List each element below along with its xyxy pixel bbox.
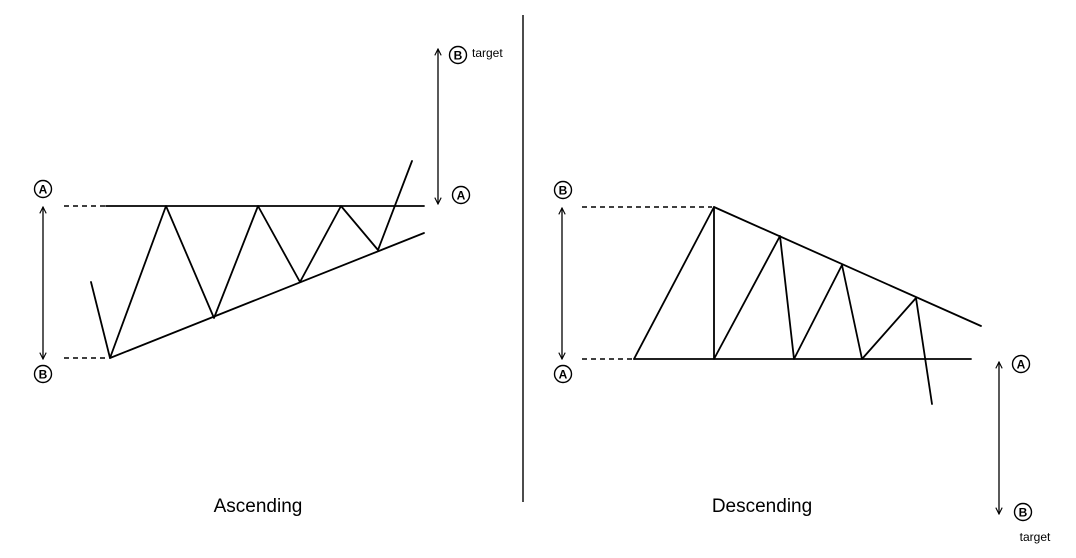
ascending-target-end-marker: B bbox=[448, 45, 468, 65]
ascending-triangle-panel: A B A B target Ascending bbox=[33, 45, 503, 517]
descending-height-bottom-marker: A bbox=[553, 364, 573, 384]
ascending-height-bottom-marker: B bbox=[33, 364, 53, 384]
descending-height-top-marker: B bbox=[553, 180, 573, 200]
descending-price-path bbox=[633, 206, 933, 405]
ascending-height-top-label: A bbox=[39, 183, 48, 197]
descending-target-end-label: B bbox=[1019, 506, 1028, 520]
ascending-height-top-marker: A bbox=[33, 179, 53, 199]
descending-target-end-marker: B bbox=[1013, 502, 1033, 522]
ascending-caption: Ascending bbox=[214, 496, 303, 517]
descending-resistance-line bbox=[713, 206, 982, 327]
descending-target-text: target bbox=[1020, 530, 1051, 544]
ascending-target-end-label: B bbox=[454, 49, 463, 63]
ascending-support-line bbox=[109, 232, 425, 359]
ascending-price-path bbox=[90, 160, 413, 359]
descending-target-start-label: A bbox=[1017, 358, 1026, 372]
ascending-target-start-label: A bbox=[457, 189, 466, 203]
descending-height-top-label: B bbox=[559, 184, 568, 198]
descending-target-start-marker: A bbox=[1011, 354, 1031, 374]
ascending-target-start-marker: A bbox=[451, 185, 471, 205]
descending-height-bottom-label: A bbox=[559, 368, 568, 382]
descending-caption: Descending bbox=[712, 496, 812, 517]
ascending-target-text: target bbox=[472, 46, 503, 60]
descending-triangle-panel: B A A B target Descending bbox=[553, 180, 1051, 544]
ascending-height-bottom-label: B bbox=[39, 368, 48, 382]
